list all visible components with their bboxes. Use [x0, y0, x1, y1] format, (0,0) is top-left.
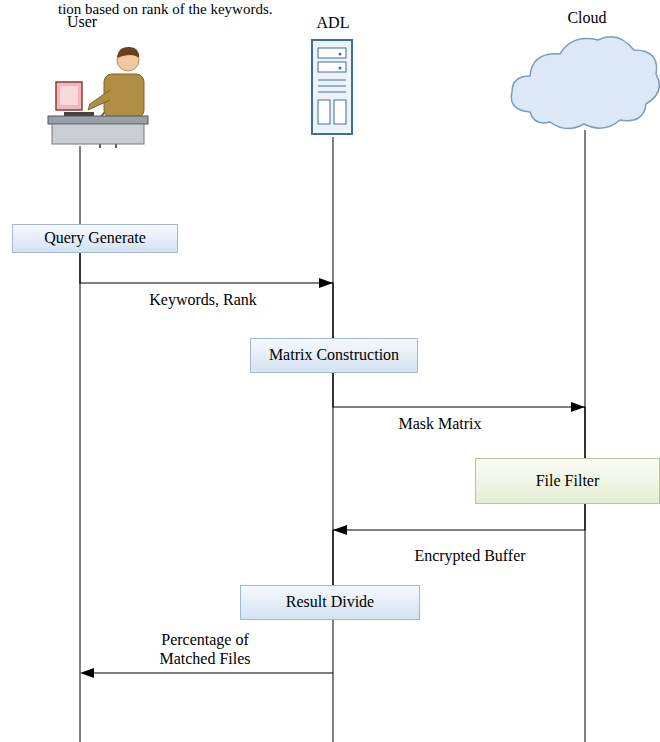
message-label: Encrypted Buffer — [412, 546, 527, 565]
message-arrow — [333, 504, 585, 585]
arrow-head — [571, 402, 585, 412]
server-icon — [312, 40, 352, 134]
message-arrow — [90, 672, 333, 673]
actor-name: User — [52, 12, 112, 31]
arrow-head — [319, 278, 333, 288]
message-arrow — [80, 253, 333, 338]
process-box: Result Divide — [240, 585, 420, 620]
arrow-head — [80, 668, 94, 678]
box-text: Matrix Construction — [269, 346, 399, 364]
message-label: Percentage of Matched Files — [140, 630, 270, 668]
process-box: File Filter — [475, 458, 660, 504]
message-label: Keywords, Rank — [147, 290, 259, 309]
message-label: Mask Matrix — [396, 414, 483, 433]
actor-name: ADL — [303, 13, 363, 32]
connector-line — [333, 373, 585, 458]
process-box: Matrix Construction — [250, 338, 418, 373]
connector-line — [333, 504, 585, 585]
box-text: Query Generate — [44, 229, 146, 247]
cloud-icon — [511, 37, 659, 129]
process-box: Query Generate — [12, 224, 178, 253]
connector-line — [80, 253, 333, 338]
adl-lifeline — [333, 137, 334, 742]
box-text: Result Divide — [286, 593, 374, 611]
arrow-head — [333, 525, 347, 535]
message-arrow — [333, 373, 585, 458]
user-icon — [48, 47, 148, 148]
box-text: File Filter — [536, 472, 600, 490]
actor-name: Cloud — [552, 8, 622, 27]
